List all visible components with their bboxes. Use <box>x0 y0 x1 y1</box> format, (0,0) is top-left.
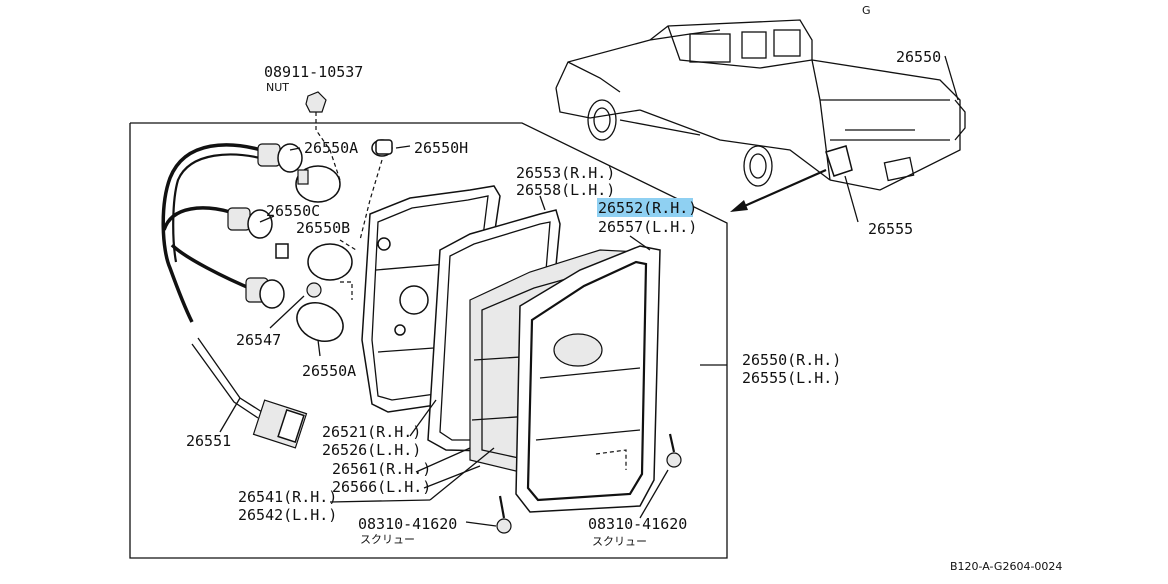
label-tail-lh-car: 26555 <box>868 220 913 238</box>
label-nut-part-no: 08911-10537 <box>264 63 363 81</box>
label-grommet: 26547 <box>236 331 281 349</box>
label-gasket-rh: 26553(R.H.) <box>516 164 615 182</box>
screws <box>496 433 682 534</box>
label-nut-name: NUT <box>266 81 289 94</box>
label-bulb-a-top: 26550A <box>304 139 358 157</box>
reference-code: B120-A-G2604-0024 <box>950 560 1062 573</box>
highlight-lens-rh <box>597 198 693 217</box>
leader-lines <box>219 55 959 527</box>
label-screw-right-no: 08310-41620 <box>588 515 687 533</box>
label-bulb-a-bottom: 26550A <box>302 362 356 380</box>
wiring-harness <box>161 143 308 449</box>
label-screw-left-no: 08310-41620 <box>358 515 457 533</box>
label-small-mark: G <box>862 4 871 17</box>
bulb-sockets <box>227 91 393 342</box>
outer-lens <box>515 245 661 513</box>
label-inner-lh: 26566(L.H.) <box>332 478 431 496</box>
assembly-frame <box>129 122 728 559</box>
label-body-lh: 26526(L.H.) <box>322 441 421 459</box>
label-assy-rear: 26550 <box>896 48 941 66</box>
label-wiring: 26551 <box>186 432 231 450</box>
label-bulb-b: 26550B <box>296 219 350 237</box>
label-socket-c: 26550C <box>266 202 320 220</box>
label-gasket-lh: 26558(L.H.) <box>516 181 615 199</box>
label-screw-right-name: スクリュー <box>592 535 647 548</box>
label-body-rh: 26521(R.H.) <box>322 423 421 441</box>
label-lens-lh: 26557(L.H.) <box>598 218 697 236</box>
pickup-truck-illustration <box>555 19 966 212</box>
label-reflector-lh: 26542(L.H.) <box>238 506 337 524</box>
label-inner-rh: 26561(R.H.) <box>332 460 431 478</box>
label-reflector-rh: 26541(R.H.) <box>238 488 337 506</box>
label-screw-left-name: スクリュー <box>360 533 415 546</box>
part-labels: 08911-10537 NUT 26550 G 26550A 26550H 26… <box>186 4 1062 573</box>
label-lens-rh: 26552(R.H.) <box>598 199 697 217</box>
label-assy-lh: 26555(L.H.) <box>742 369 841 387</box>
label-assy-rh: 26550(R.H.) <box>742 351 841 369</box>
label-socket-h: 26550H <box>414 139 468 157</box>
